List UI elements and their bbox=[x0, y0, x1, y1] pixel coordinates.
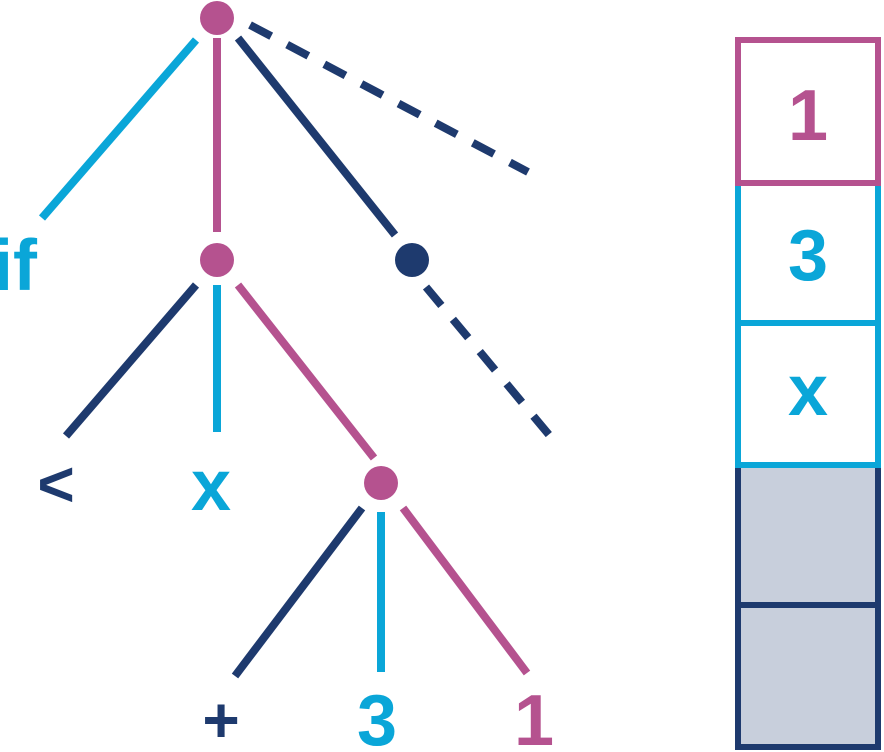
edge-node2-lt bbox=[62, 282, 200, 439]
leaf-if: if bbox=[0, 226, 38, 306]
edge-root-node3 bbox=[234, 35, 399, 238]
edge-root-if bbox=[38, 37, 200, 221]
edge-root-dashed bbox=[248, 21, 530, 176]
stack-cell-1 bbox=[735, 37, 881, 186]
tree-node-root bbox=[200, 1, 234, 35]
leaf-less-than: < bbox=[37, 448, 74, 520]
stack-cell-3 bbox=[735, 320, 881, 468]
stack-label-2: 3 bbox=[788, 216, 828, 296]
stack-cell-4 bbox=[735, 462, 881, 608]
leaf-plus: + bbox=[202, 684, 239, 752]
tree-node-3 bbox=[395, 243, 429, 277]
tree-node-2 bbox=[200, 243, 234, 277]
stack-label-1: 1 bbox=[788, 76, 828, 156]
stack-label-3: x bbox=[788, 351, 828, 431]
leaf-x: x bbox=[191, 446, 231, 526]
edge-node4-one bbox=[399, 505, 531, 676]
stack-cell-2 bbox=[735, 180, 881, 326]
tree-node-4 bbox=[364, 466, 398, 500]
leaf-three: 3 bbox=[357, 681, 397, 752]
leaf-one: 1 bbox=[514, 681, 554, 752]
stack-cell-5 bbox=[735, 602, 881, 750]
edge-node4-plus bbox=[231, 505, 366, 679]
edge-node3-dashed bbox=[422, 284, 559, 445]
stack: 1 3 x bbox=[735, 37, 881, 750]
edge-node2-node4 bbox=[234, 282, 378, 461]
